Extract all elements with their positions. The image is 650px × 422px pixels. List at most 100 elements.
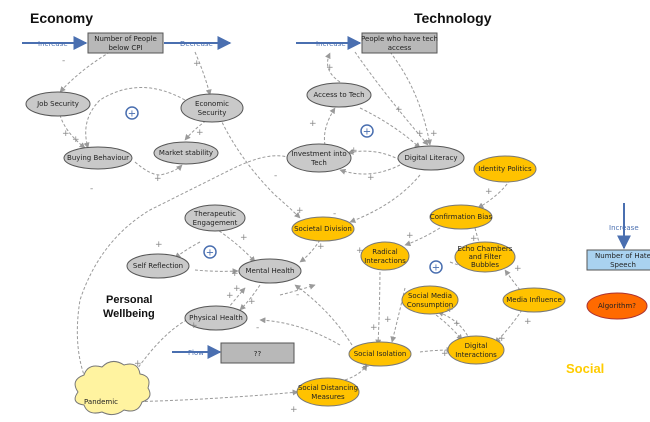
- sign-plus: +: [190, 321, 198, 331]
- node-market-stability[interactable]: Market stability: [153, 141, 219, 165]
- sign-plus: +: [370, 323, 378, 333]
- sign-plus: +: [441, 349, 449, 359]
- heading-economy: Economy: [30, 10, 93, 26]
- flow-label-decrease-economy: Decrease: [180, 40, 213, 48]
- loop-marker-economy: +: [125, 106, 139, 120]
- node-pandemic-label: Pandemic: [84, 398, 118, 406]
- sign-plus: +: [446, 305, 454, 315]
- node-echo-chambers-line2: and Filter: [469, 253, 502, 261]
- node-physical-health-label: Physical Health: [189, 314, 243, 322]
- sign-plus: +: [362, 362, 370, 372]
- sign-plus: +: [453, 319, 461, 329]
- node-buying-behaviour-label: Buying Behaviour: [67, 154, 129, 162]
- sign-minus: -: [274, 171, 277, 181]
- node-job-security-label: Job Security: [36, 100, 79, 108]
- sign-plus: +: [384, 315, 392, 325]
- sign-plus: +: [290, 405, 298, 415]
- sign-plus: +: [470, 234, 478, 244]
- node-self-reflection-label: Self Reflection: [133, 262, 183, 270]
- node-radical-interactions-line2: Interactions: [364, 257, 406, 265]
- sign-plus: +: [226, 291, 234, 301]
- node-access-to-tech[interactable]: Access to Tech: [306, 82, 372, 108]
- node-economic-security-line2: Security: [198, 109, 227, 117]
- node-social-distancing-line2: Measures: [311, 393, 345, 401]
- sign-plus: +: [514, 264, 522, 274]
- sign-minus: -: [296, 290, 299, 300]
- stock-tech-access[interactable]: People who have tech access: [361, 32, 438, 54]
- stock-cpi[interactable]: Number of People below CPI: [87, 32, 164, 54]
- node-investment-tech-line2: Tech: [310, 159, 327, 167]
- node-mental-health-label: Mental Health: [246, 267, 295, 275]
- loop-marker-social: +: [429, 260, 443, 274]
- sign-plus: +: [155, 240, 163, 250]
- stock-hate-speech-line1: Number of Hate: [595, 252, 650, 260]
- node-social-isolation[interactable]: Social Isolation: [348, 341, 412, 367]
- sign-minus: -: [62, 56, 65, 66]
- node-societal-division-label: Societal Division: [294, 225, 352, 233]
- sign-plus: +: [72, 135, 80, 145]
- node-mental-health[interactable]: Mental Health: [238, 258, 302, 284]
- node-echo-chambers[interactable]: Echo Chambers and Filter Bubbles: [454, 241, 516, 273]
- node-societal-division[interactable]: Societal Division: [291, 216, 355, 242]
- node-social-media[interactable]: Social Media Consumption: [401, 285, 459, 315]
- sign-plus: +: [524, 317, 532, 327]
- node-pandemic[interactable]: Pandemic: [74, 361, 151, 416]
- polarity-signs: - + + + + + + + + + + + + - - + - + + + …: [62, 56, 532, 415]
- sign-plus: +: [309, 119, 317, 129]
- sign-plus: +: [193, 59, 201, 69]
- node-media-influence[interactable]: Media Influence: [502, 287, 566, 313]
- node-therapeutic-line1: Therapeutic: [193, 210, 236, 218]
- flow-label-flow: Flow: [188, 349, 204, 357]
- sign-plus: +: [233, 284, 241, 294]
- node-identity-politics[interactable]: Identity Politics: [473, 155, 537, 183]
- sign-plus: +: [498, 334, 506, 344]
- causal-links: [59, 51, 523, 403]
- sign-plus: +: [317, 242, 325, 252]
- node-confirmation-bias-label: Confirmation Bias: [430, 213, 493, 221]
- stock-unknown[interactable]: ??: [220, 342, 295, 364]
- loop-marker-social-symbol: +: [432, 263, 440, 274]
- node-job-security[interactable]: Job Security: [25, 91, 91, 117]
- sign-plus: +: [134, 359, 142, 369]
- stock-hate-speech[interactable]: Number of Hate Speech: [586, 249, 650, 271]
- node-self-reflection[interactable]: Self Reflection: [126, 253, 190, 279]
- flow-label-increase-economy: Increase: [38, 40, 68, 48]
- node-economic-security[interactable]: Economic Security: [180, 93, 244, 123]
- node-digital-interactions-line2: Interactions: [455, 351, 497, 359]
- sign-plus: +: [356, 246, 364, 256]
- sign-plus: +: [326, 63, 334, 73]
- node-market-stability-label: Market stability: [159, 149, 213, 157]
- sign-plus: +: [430, 129, 438, 139]
- sign-plus: +: [367, 173, 375, 183]
- node-digital-interactions[interactable]: Digital Interactions: [447, 335, 505, 365]
- node-social-distancing-line1: Social Distancing: [298, 384, 358, 392]
- sign-plus: +: [350, 146, 358, 156]
- node-social-distancing[interactable]: Social Distancing Measures: [296, 377, 360, 407]
- node-echo-chambers-line3: Bubbles: [471, 261, 499, 269]
- node-physical-health[interactable]: Physical Health: [184, 305, 248, 331]
- sign-minus: -: [333, 209, 336, 219]
- sign-plus: +: [196, 128, 204, 138]
- sign-plus: +: [296, 206, 304, 216]
- sign-plus: +: [248, 297, 256, 307]
- node-digital-interactions-line1: Digital: [465, 342, 488, 350]
- node-therapeutic[interactable]: Therapeutic Engagement: [184, 204, 246, 232]
- node-media-influence-label: Media Influence: [506, 296, 562, 304]
- node-algorithm[interactable]: Algorithm?: [586, 292, 648, 320]
- node-investment-tech[interactable]: Investment into Tech: [286, 143, 352, 173]
- heading-technology: Technology: [414, 10, 492, 26]
- stock-unknown-label: ??: [254, 350, 262, 358]
- flow-label-increase-hate: Increase: [609, 224, 639, 232]
- heading-personal: Personal: [106, 294, 152, 306]
- node-economic-security-line1: Economic: [195, 100, 229, 108]
- node-buying-behaviour[interactable]: Buying Behaviour: [63, 146, 133, 170]
- node-radical-interactions[interactable]: Radical Interactions: [360, 241, 410, 271]
- node-digital-literacy[interactable]: Digital Literacy: [397, 145, 465, 171]
- node-therapeutic-line2: Engagement: [193, 219, 238, 227]
- node-social-isolation-label: Social Isolation: [354, 350, 407, 358]
- node-confirmation-bias[interactable]: Confirmation Bias: [429, 204, 493, 230]
- node-access-to-tech-label: Access to Tech: [313, 91, 364, 99]
- stock-cpi-line2: below CPI: [108, 44, 142, 52]
- stock-cpi-line1: Number of People: [94, 35, 157, 43]
